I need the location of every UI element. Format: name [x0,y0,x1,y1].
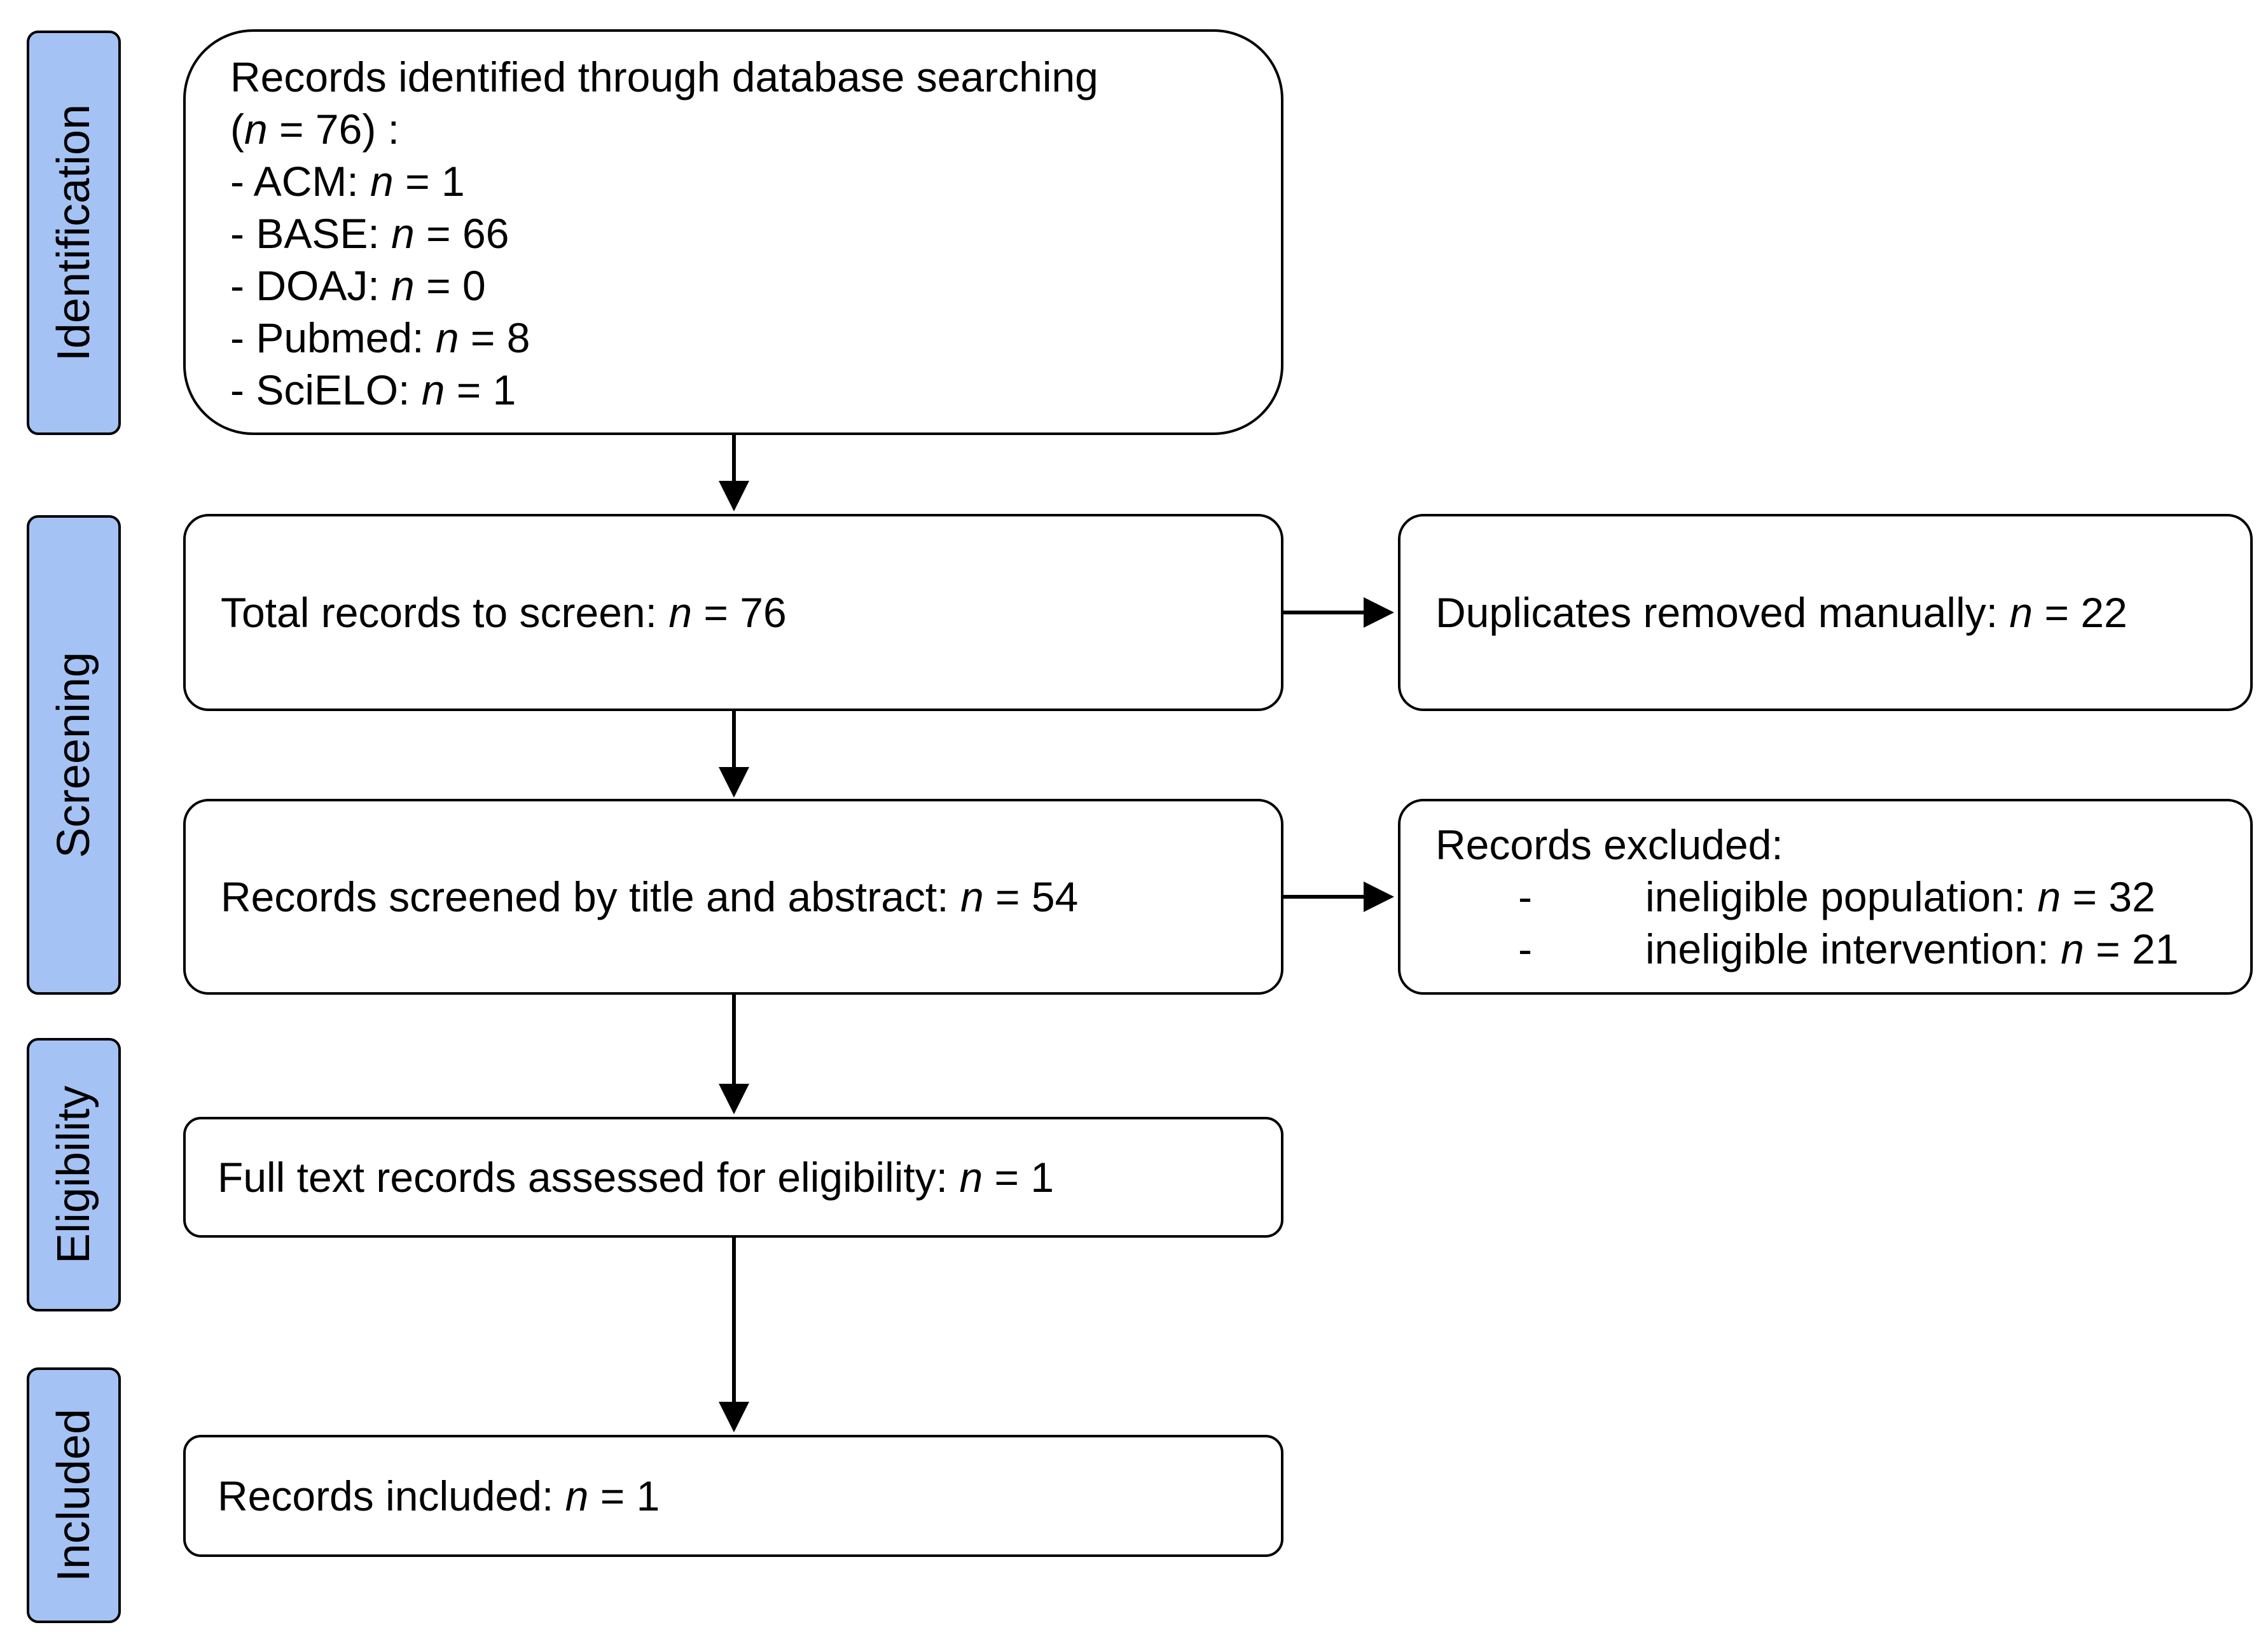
eligibility-box: Full text records assessed for eligibili… [183,1117,1283,1238]
duplicates-text: Duplicates removed manually: n = 22 [1435,589,2127,636]
source-scielo: - SciELO: n = 1 [230,366,516,413]
identification-title: Records identified through database sear… [230,53,1098,100]
screened-text: Records screened by title and abstract: … [221,873,1079,920]
excluded-item-intervention: - ineligible intervention: n = 21 [1518,925,2179,972]
screened-box: Records screened by title and abstract: … [183,799,1283,995]
source-pubmed: - Pubmed: n = 8 [230,314,530,361]
phase-label-eligibility: Eligibility [48,1085,99,1264]
excluded-box: Records excluded: - ineligible populatio… [1398,799,2253,995]
source-acm: - ACM: n = 1 [230,158,465,205]
phase-label-identification: Identification [48,104,99,362]
phase-screening: Screening [27,515,121,995]
source-base: - BASE: n = 66 [230,210,509,257]
total-screen-box: Total records to screen: n = 76 [183,514,1283,711]
phase-included: Included [27,1367,121,1623]
phase-label-screening: Screening [48,651,99,859]
total-screen-text: Total records to screen: n = 76 [221,589,787,636]
excluded-title: Records excluded: [1435,821,1783,868]
phase-identification: Identification [27,31,121,435]
phase-eligibility: Eligibility [27,1038,121,1311]
identification-box: Records identified through database sear… [183,29,1283,435]
included-text: Records included: n = 1 [218,1472,660,1519]
excluded-item-population: - ineligible population: n = 32 [1518,873,2155,920]
source-doaj: - DOAJ: n = 0 [230,262,486,309]
identification-total: (n = 76) : [230,106,399,153]
eligibility-text: Full text records assessed for eligibili… [218,1154,1054,1201]
included-box: Records included: n = 1 [183,1435,1283,1557]
phase-label-included: Included [48,1408,99,1582]
duplicates-box: Duplicates removed manually: n = 22 [1398,514,2253,711]
